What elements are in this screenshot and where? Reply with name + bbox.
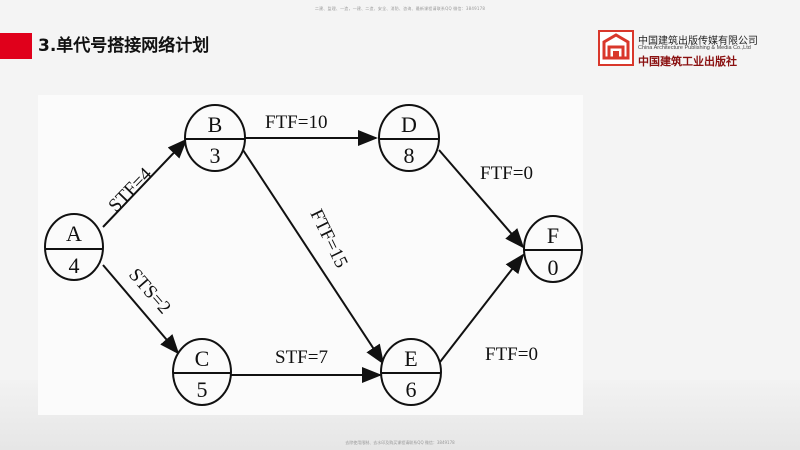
node-a-label: A: [66, 221, 82, 246]
node-c-duration: 5: [197, 377, 208, 402]
edge-label-b-d: FTF=10: [265, 112, 327, 133]
publisher-name-en: China Architecture Publishing & Media Co…: [638, 45, 751, 51]
node-a: [44, 213, 104, 281]
title-accent-bar: [0, 33, 32, 59]
node-f-label: F: [547, 223, 559, 248]
edge-e-f: [439, 253, 525, 363]
edge-label-a-b: STF=4: [104, 163, 156, 216]
network-diagram: STF=4 STS=2 FTF=10 FTF=15 STF=7 FTF=0 FT…: [44, 104, 583, 406]
edge-label-d-f: FTF=0: [480, 163, 533, 184]
node-f-duration: 0: [548, 255, 559, 280]
node-d-duration: 8: [404, 143, 415, 168]
edge-label-e-f: FTF=0: [485, 344, 538, 365]
node-e: [380, 338, 442, 406]
edge-a-b: [102, 138, 188, 228]
edge-d-f: [438, 149, 525, 249]
node-e-label: E: [404, 346, 417, 371]
publisher-imprint-cn: 中国建筑工业出版社: [638, 55, 737, 68]
node-b-duration: 3: [210, 143, 221, 168]
node-b-label: B: [208, 112, 223, 137]
edge-label-c-e: STF=7: [275, 347, 328, 368]
edge-label-a-c: STS=2: [124, 265, 175, 319]
edge-a-c: [102, 264, 180, 355]
network-diagram-panel: STF=4 STS=2 FTF=10 FTF=15 STF=7 FTF=0 FT…: [38, 95, 583, 415]
node-b: [184, 104, 246, 172]
edge-label-b-e: FTF=15: [306, 206, 352, 271]
edge-b-e: [242, 149, 385, 365]
node-d: [378, 104, 440, 172]
slide-title: 3.单代号搭接网络计划: [38, 36, 210, 56]
node-e-duration: 6: [406, 377, 417, 402]
publisher-name-cn: 中国建筑出版传媒有限公司: [638, 36, 758, 47]
node-c: [172, 338, 232, 406]
publisher-emblem-icon: [598, 30, 634, 66]
node-f: [523, 215, 583, 283]
node-c-label: C: [195, 346, 210, 371]
publisher-logo: 中国建筑出版传媒有限公司 China Architecture Publishi…: [598, 30, 766, 70]
node-d-label: D: [401, 112, 417, 137]
node-a-duration: 4: [69, 253, 80, 278]
footer-watermark-note: 去除使用限制、去水印及购买课程请联系QQ 微信：3849178: [345, 440, 455, 445]
header-watermark-note: 二建、监理、一造，一建、二造、安全、消防、咨询、最新课程请联系QQ 微信：384…: [314, 6, 486, 11]
